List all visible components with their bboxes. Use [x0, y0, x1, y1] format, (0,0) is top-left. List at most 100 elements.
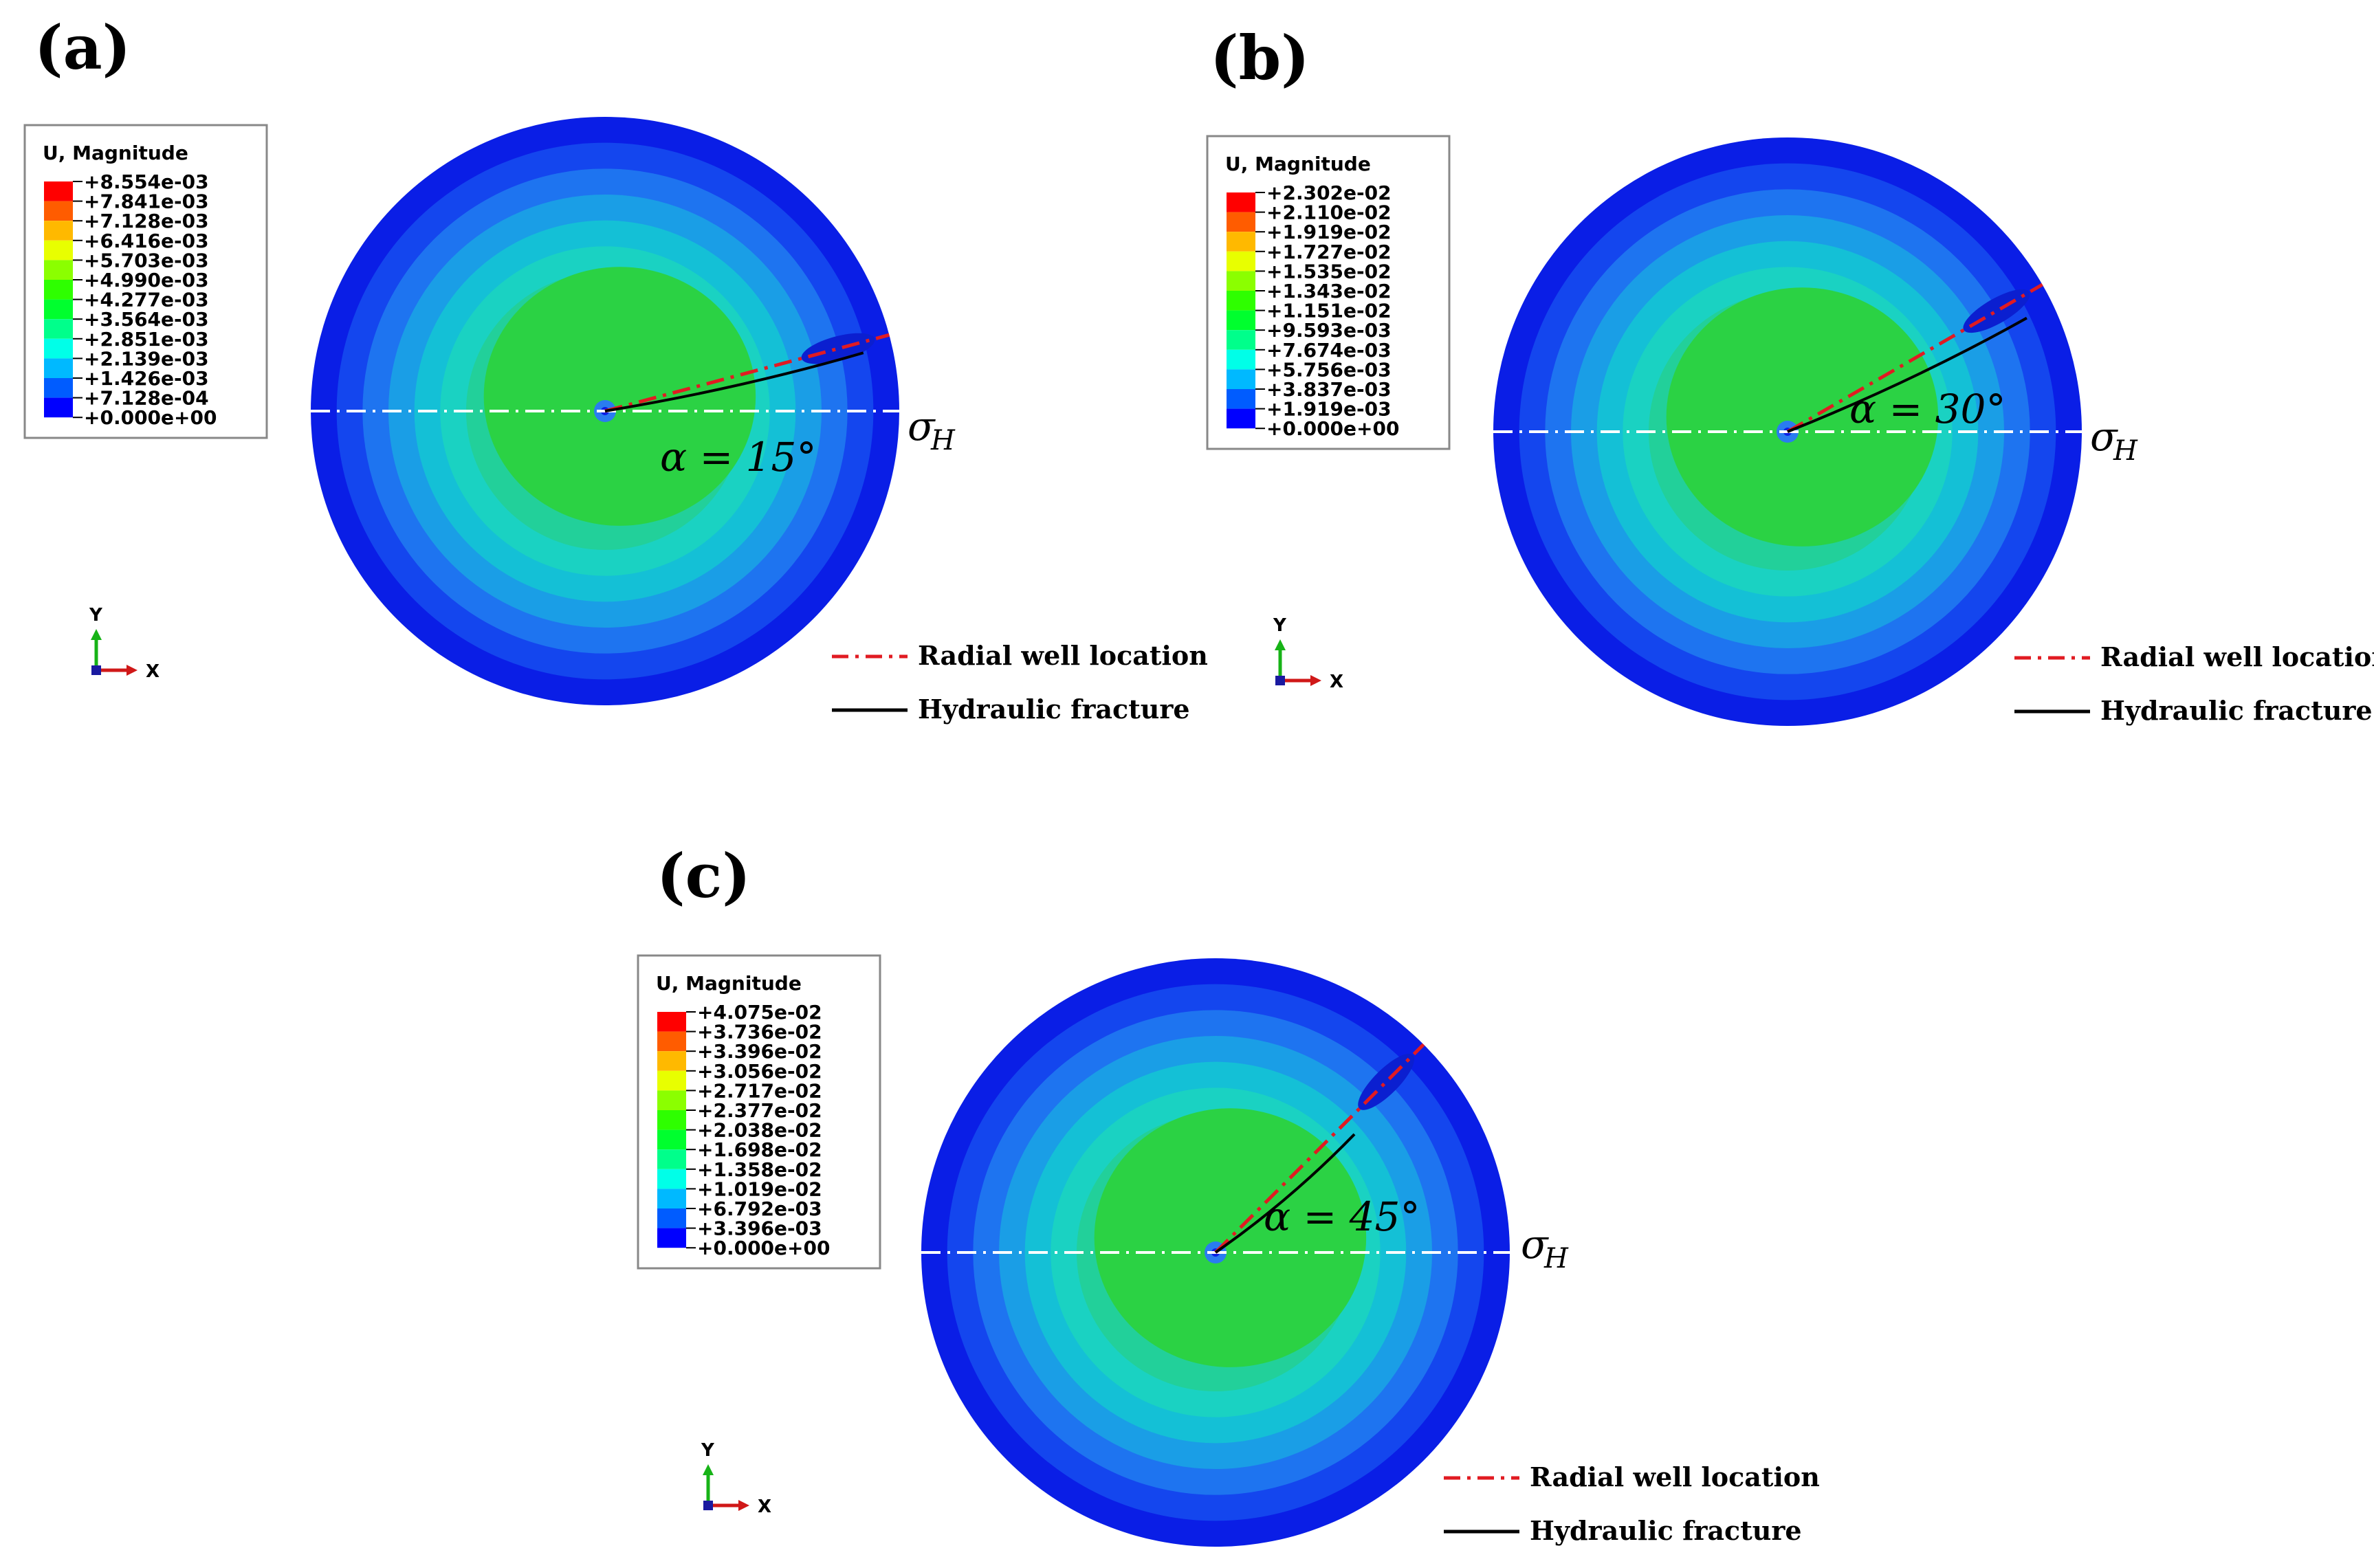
- legend-swatch: [44, 299, 73, 320]
- legend-value: +1.698e-02: [697, 1138, 822, 1161]
- legend-swatch: [657, 1189, 686, 1208]
- y-arrow-head: [703, 1464, 714, 1475]
- legend-value: +1.727e-02: [1266, 241, 1392, 263]
- legend-swatch: [657, 1228, 686, 1248]
- legend-value: +7.128e-03: [84, 210, 209, 232]
- legend-swatch: [657, 1070, 686, 1091]
- legend-swatch: [44, 338, 73, 359]
- legend-value: +6.792e-03: [697, 1197, 822, 1220]
- key-well-label: Radial well location: [1530, 1461, 1820, 1492]
- legend-swatch: [44, 221, 73, 241]
- axis-triad: YX: [89, 605, 160, 682]
- key-fracture-label: Hydraulic fracture: [2100, 695, 2373, 726]
- legend-value: +3.564e-03: [84, 308, 209, 331]
- angle-label: α = 15°: [660, 434, 816, 481]
- panel-3: (c)α = 45°σHU, Magnitude+4.075e-02+3.736…: [637, 840, 1820, 1547]
- legend-swatch: [657, 1169, 686, 1189]
- legend-value: +1.919e-02: [1266, 221, 1392, 243]
- high-displacement-zone: [1666, 287, 1939, 546]
- legend-value: +1.919e-03: [1266, 398, 1392, 421]
- legend-value: +1.426e-03: [84, 367, 209, 390]
- legend-swatch: [657, 1031, 686, 1052]
- x-arrow-head: [1310, 675, 1321, 686]
- panel-label: (b): [1210, 22, 1310, 93]
- legend-value: +0.000e+00: [1266, 417, 1399, 440]
- legend-value: +2.038e-02: [697, 1119, 822, 1142]
- legend-swatch: [657, 1012, 686, 1032]
- legend-swatch: [44, 378, 73, 398]
- x-axis-label: X: [758, 1497, 771, 1517]
- radial-well-line: [1786, 283, 2043, 434]
- legend-swatch: [1227, 369, 1255, 389]
- legend-value: +3.056e-02: [697, 1060, 822, 1083]
- legend-value: +1.535e-02: [1266, 260, 1392, 283]
- y-arrow-head: [1275, 639, 1286, 650]
- legend-swatch: [44, 319, 73, 339]
- x-arrow-head: [127, 665, 138, 676]
- panel-label: (a): [34, 12, 131, 83]
- legend-swatch: [44, 280, 73, 300]
- color-legend: U, Magnitude+2.302e-02+2.110e-02+1.919e-…: [1206, 135, 1451, 450]
- legend-title: U, Magnitude: [1225, 153, 1371, 175]
- low-displacement-notch: [801, 333, 875, 364]
- legend-swatch: [657, 1149, 686, 1169]
- legend-swatch: [1227, 271, 1255, 291]
- panel-2: (b)α = 30°σHU, Magnitude+2.302e-02+2.110…: [1206, 22, 2374, 726]
- angle-label: α = 30°: [1849, 386, 2005, 432]
- legend-value: +9.593e-03: [1266, 319, 1392, 342]
- legend-title: U, Magnitude: [656, 972, 802, 995]
- key-well-label: Radial well location: [918, 640, 1208, 671]
- axis-triad: YX: [701, 1440, 771, 1517]
- x-axis-label: X: [1330, 672, 1343, 692]
- key-fracture-label: Hydraulic fracture: [918, 694, 1190, 725]
- panel-label: (c): [657, 840, 751, 912]
- legend-swatch: [44, 201, 73, 221]
- legend-value: +1.343e-02: [1266, 280, 1392, 302]
- y-axis-label: Y: [1273, 615, 1287, 636]
- legend-swatch: [1227, 349, 1255, 370]
- legend-swatch: [1227, 192, 1255, 212]
- legend-value: +2.302e-02: [1266, 181, 1392, 204]
- y-axis-label: Y: [701, 1440, 715, 1461]
- legend-swatch: [657, 1051, 686, 1071]
- legend-value: +6.416e-03: [84, 230, 209, 252]
- legend-swatch: [1227, 330, 1255, 350]
- legend-value: +0.000e+00: [697, 1237, 830, 1259]
- axis-origin: [703, 1501, 713, 1510]
- x-arrow-head: [738, 1500, 749, 1511]
- legend-swatch: [1227, 251, 1255, 272]
- legend-value: +2.851e-03: [84, 328, 209, 351]
- legend-value: +7.128e-04: [84, 387, 209, 410]
- legend-swatch: [1227, 310, 1255, 331]
- legend-value: +5.756e-03: [1266, 358, 1392, 381]
- legend-value: +7.674e-03: [1266, 339, 1392, 362]
- legend-value: +2.377e-02: [697, 1099, 822, 1122]
- legend-swatch: [44, 260, 73, 280]
- high-displacement-zone: [483, 267, 756, 526]
- key-fracture-label: Hydraulic fracture: [1530, 1515, 1802, 1546]
- legend-value: +4.277e-03: [84, 289, 209, 311]
- legend-value: +2.139e-03: [84, 347, 209, 370]
- hydraulic-fracture-line: [1214, 1133, 1356, 1254]
- legend-title: U, Magnitude: [43, 142, 188, 164]
- legend-value: +3.837e-03: [1266, 378, 1392, 401]
- sigma-h-subscript: H: [930, 425, 956, 456]
- axis-origin: [91, 665, 101, 675]
- legend-swatch: [1227, 389, 1255, 409]
- radial-well-line: [1214, 1043, 1425, 1254]
- legend-swatch: [44, 397, 73, 418]
- legend-value: +3.396e-03: [697, 1217, 822, 1240]
- x-axis-label: X: [146, 661, 160, 682]
- axis-triad: YX: [1273, 615, 1343, 692]
- y-arrow-head: [91, 629, 102, 640]
- legend-value: +5.703e-03: [84, 249, 209, 272]
- legend-swatch: [44, 358, 73, 378]
- legend-swatch: [44, 181, 73, 201]
- legend-swatch: [1227, 291, 1255, 311]
- legend-value: +2.110e-02: [1266, 201, 1392, 224]
- axis-origin: [1275, 676, 1285, 685]
